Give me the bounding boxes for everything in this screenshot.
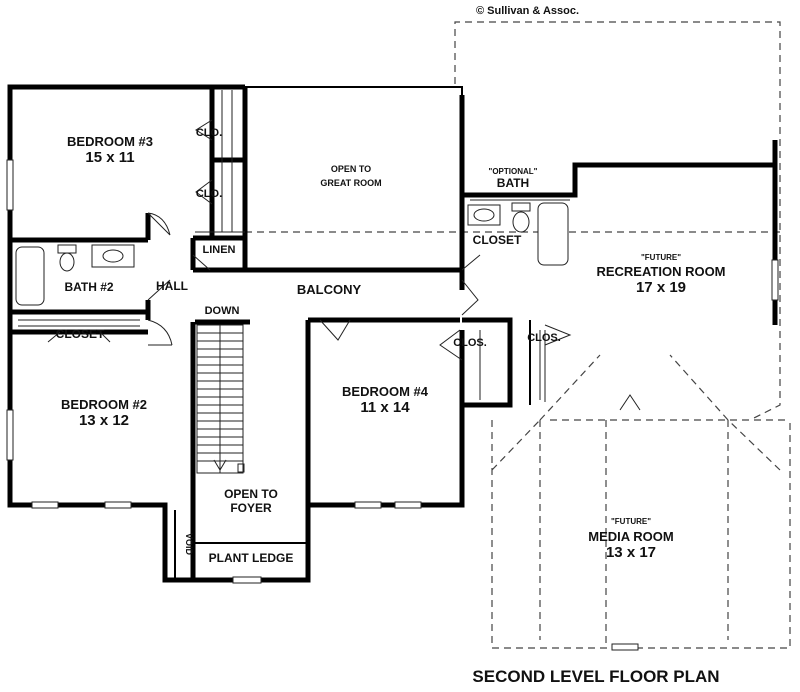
optional-bath-label: "OPTIONAL" BATH — [489, 167, 538, 190]
bedroom-2-size: 13 x 12 — [79, 412, 129, 429]
closet-label-clos-a: CLOS. — [453, 337, 487, 349]
plan-title: SECOND LEVEL FLOOR PLAN — [472, 667, 719, 686]
optional-bath-name: BATH — [497, 176, 529, 190]
recreation-room-label: "FUTURE" RECREATION ROOM 17 x 19 — [596, 253, 725, 296]
doors — [47, 119, 641, 411]
great-room-line2: GREAT ROOM — [320, 178, 381, 188]
media-room-note: "FUTURE" — [611, 517, 651, 526]
bedroom-2-label: BEDROOM #2 13 x 12 — [61, 397, 147, 429]
recreation-room-note: "FUTURE" — [641, 253, 681, 262]
media-room-name: MEDIA ROOM — [588, 529, 673, 544]
foyer-label: OPEN TO FOYER — [224, 487, 278, 515]
bath-2-label: BATH #2 — [64, 280, 113, 294]
foyer-line1: OPEN TO — [224, 487, 278, 501]
bedroom-4-label: BEDROOM #4 11 x 14 — [342, 384, 429, 416]
bedroom-4-size: 11 x 14 — [360, 399, 410, 416]
bedroom-3-name: BEDROOM #3 — [67, 134, 153, 149]
future-outline — [245, 21, 791, 649]
bedroom-3-size: 15 x 11 — [85, 149, 134, 166]
fixtures — [15, 202, 569, 306]
closet-label-bath: CLOSET — [473, 233, 522, 247]
void-label: VOID — [184, 533, 194, 556]
closet-label-bedroom-2: CLOSET — [56, 327, 105, 341]
staircase — [196, 324, 245, 474]
windows — [6, 159, 779, 651]
hall-label: HALL — [156, 279, 188, 293]
bedroom-4-name: BEDROOM #4 — [342, 384, 429, 399]
bedroom-2-name: BEDROOM #2 — [61, 397, 147, 412]
recreation-room-size: 17 x 19 — [636, 279, 686, 296]
media-room-size: 13 x 17 — [606, 544, 656, 561]
great-room-line1: OPEN TO — [331, 164, 371, 174]
closet-label-clos-b: CLOS. — [527, 332, 561, 344]
optional-bath-note: "OPTIONAL" — [489, 167, 538, 176]
foyer-line2: FOYER — [230, 501, 272, 515]
copyright-text: © Sullivan & Assoc. — [476, 5, 579, 17]
closet-label-clo-b: CLO. — [196, 188, 222, 200]
plant-ledge-label: PLANT LEDGE — [209, 551, 294, 565]
linen-label: LINEN — [203, 244, 236, 256]
recreation-room-name: RECREATION ROOM — [596, 264, 725, 279]
down-label: DOWN — [205, 305, 240, 317]
media-room-label: "FUTURE" MEDIA ROOM 13 x 17 — [588, 517, 673, 561]
closet-label-clo-a: CLO. — [196, 127, 222, 139]
interior-lines — [18, 90, 570, 402]
great-room-label: OPEN TO GREAT ROOM — [320, 164, 381, 188]
balcony-label: BALCONY — [297, 282, 362, 297]
bedroom-3-label: BEDROOM #3 15 x 11 — [67, 134, 153, 166]
